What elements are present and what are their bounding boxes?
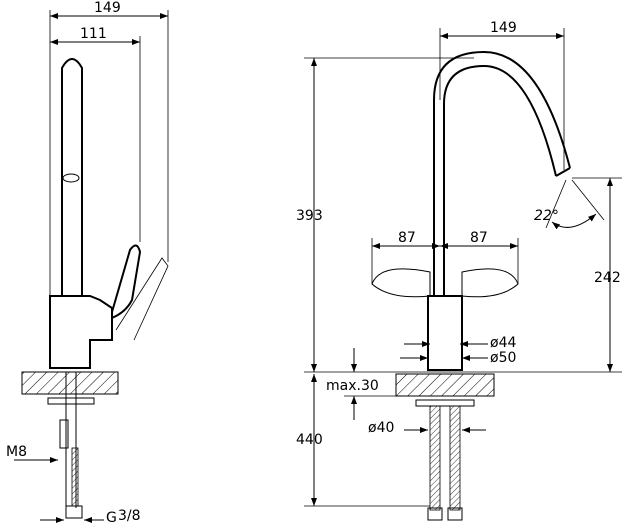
side-lever-alt (115, 257, 169, 341)
front-dim-angle: 22° (534, 179, 605, 230)
side-width-inner-label: 111 (80, 26, 107, 42)
height-total-label: 393 (296, 208, 323, 224)
hose-length-label: 440 (296, 432, 323, 448)
front-handle-right (461, 268, 519, 298)
front-dim-242: 242 (572, 177, 622, 372)
front-dim-393: 393 (296, 57, 622, 373)
front-washer (415, 399, 475, 407)
thread-m8-label: M8 (6, 444, 27, 460)
front-view: 149 393 242 22° 87 87 (296, 20, 622, 521)
side-view: 149 111 M8 G 3/8 (6, 0, 169, 526)
side-dim-149: 149 (49, 0, 169, 296)
front-dim-max30: max.30 (326, 348, 396, 420)
front-body (427, 295, 463, 371)
side-countertop (21, 371, 119, 395)
thread-frac-label: 3/8 (118, 508, 141, 524)
side-aerator-ring (62, 173, 80, 183)
front-dim-440: 440 (296, 374, 430, 507)
side-dim-m8: M8 (6, 444, 58, 463)
side-width-top-label: 149 (94, 0, 121, 16)
handle-left-label: 87 (398, 230, 416, 246)
side-hose-nut (65, 505, 83, 519)
side-washer (47, 397, 95, 405)
front-hose-left (429, 405, 441, 511)
front-dim-dia40: ø40 (368, 420, 486, 436)
front-hose-right (449, 405, 461, 511)
dia-50-label: ø50 (490, 350, 516, 366)
front-dim-dia: ø44 ø50 (400, 335, 516, 366)
thread-g-label: G (106, 510, 117, 526)
side-hose (71, 447, 79, 507)
dia-40-label: ø40 (368, 420, 394, 436)
side-dim-111: 111 (50, 26, 141, 242)
angle-label: 22° (534, 208, 559, 224)
front-countertop (395, 373, 495, 397)
handle-right-label: 87 (470, 230, 488, 246)
front-dim-149: 149 (439, 20, 565, 170)
front-handle-left (371, 268, 431, 298)
side-body (49, 295, 113, 369)
front-reach-label: 149 (490, 20, 517, 36)
dia-44-label: ø44 (490, 335, 516, 351)
front-spout-outer (433, 50, 571, 296)
side-spout-tube (61, 58, 83, 296)
side-dim-g38: G 3/8 (40, 508, 141, 526)
front-spout-inner (443, 64, 557, 296)
front-dim-87: 87 87 (371, 230, 519, 284)
side-lever (111, 244, 142, 320)
height-spout-label: 242 (594, 270, 621, 286)
side-m8-stud (59, 419, 69, 449)
max-thickness-label: max.30 (326, 378, 379, 394)
